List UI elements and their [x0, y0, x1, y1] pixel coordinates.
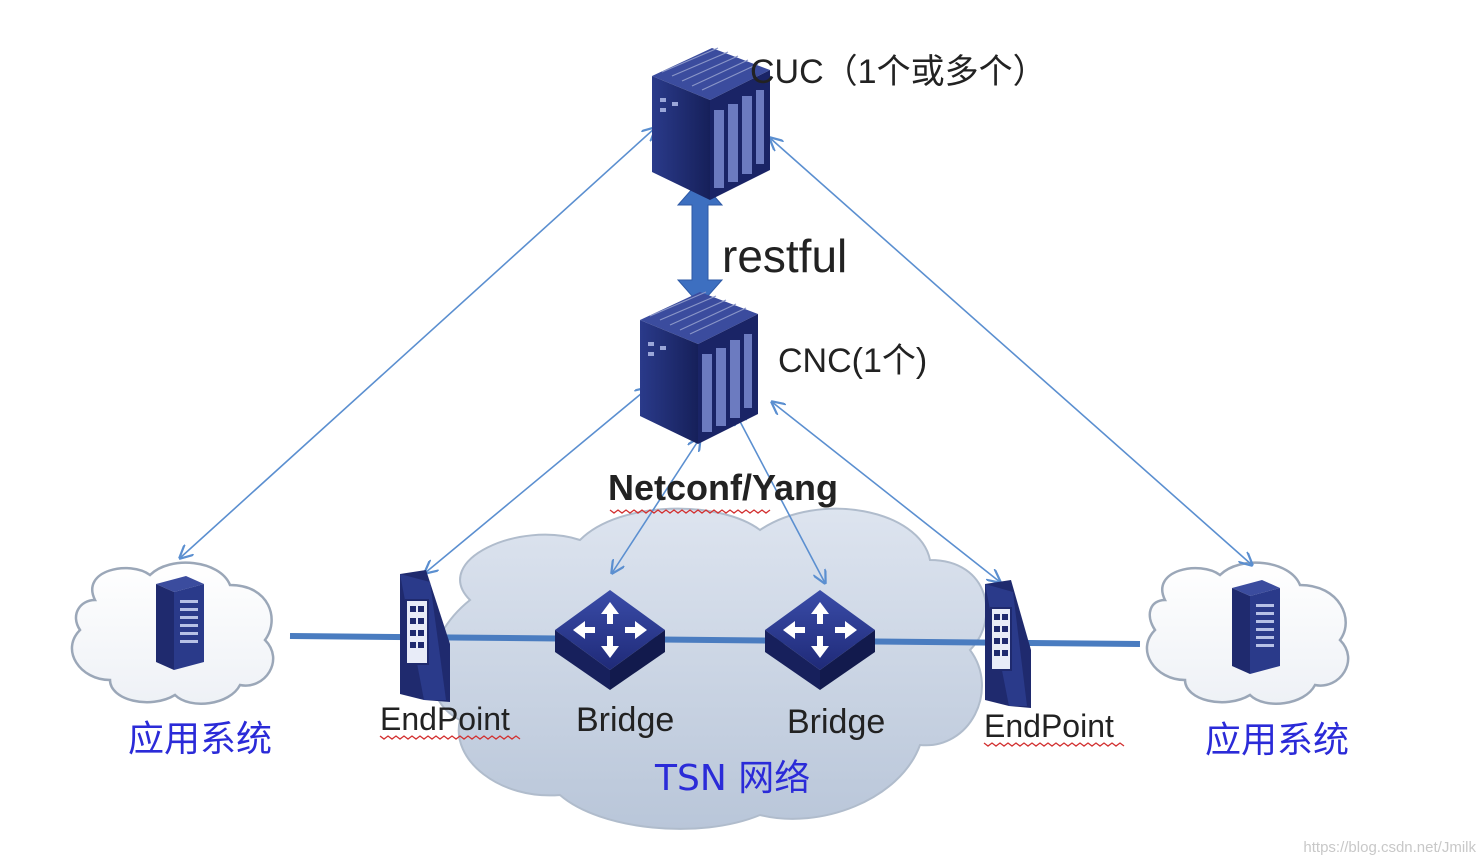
- netconf-yang-label: Netconf/Yang: [608, 467, 838, 508]
- arrow-cnc-endpoint-right: [772, 402, 1000, 582]
- bridge-right-switch-icon: [765, 590, 875, 690]
- watermark-text: https://blog.csdn.net/Jmilk: [1303, 839, 1476, 856]
- endpoint-right-device-icon: [985, 580, 1031, 708]
- arrow-cnc-endpoint-left: [425, 388, 648, 573]
- cuc-server-rack-icon: [652, 47, 770, 200]
- cnc-label: CNC(1个): [778, 342, 927, 380]
- bridge-left-switch-icon: [555, 590, 665, 690]
- endpoint-left-device-icon: [400, 570, 450, 702]
- restful-double-arrow: [676, 179, 724, 306]
- arrow-cnc-bridge-left: [612, 438, 700, 573]
- spellcheck-squiggles: [379, 509, 1125, 747]
- restful-label: restful: [722, 230, 847, 282]
- app-right-tower-server-icon: [1232, 580, 1280, 674]
- app-right-label: 应用系统: [1205, 720, 1349, 761]
- cuc-label: CUC（1个或多个）: [750, 53, 1047, 91]
- bridge-left-label: Bridge: [576, 701, 674, 739]
- app-left-label: 应用系统: [128, 719, 272, 760]
- tsn-network-label: TSN 网络: [654, 758, 810, 799]
- arrow-cuc-app-right: [770, 138, 1252, 565]
- endpoint-left-label: EndPoint: [380, 701, 510, 737]
- bridge-right-label: Bridge: [787, 703, 885, 741]
- arrow-cuc-app-left: [180, 128, 655, 558]
- app-left-tower-server-icon: [156, 576, 204, 670]
- control-arrows: [180, 128, 1252, 583]
- cnc-server-rack-icon: [640, 291, 758, 444]
- endpoint-right-label: EndPoint: [984, 708, 1114, 744]
